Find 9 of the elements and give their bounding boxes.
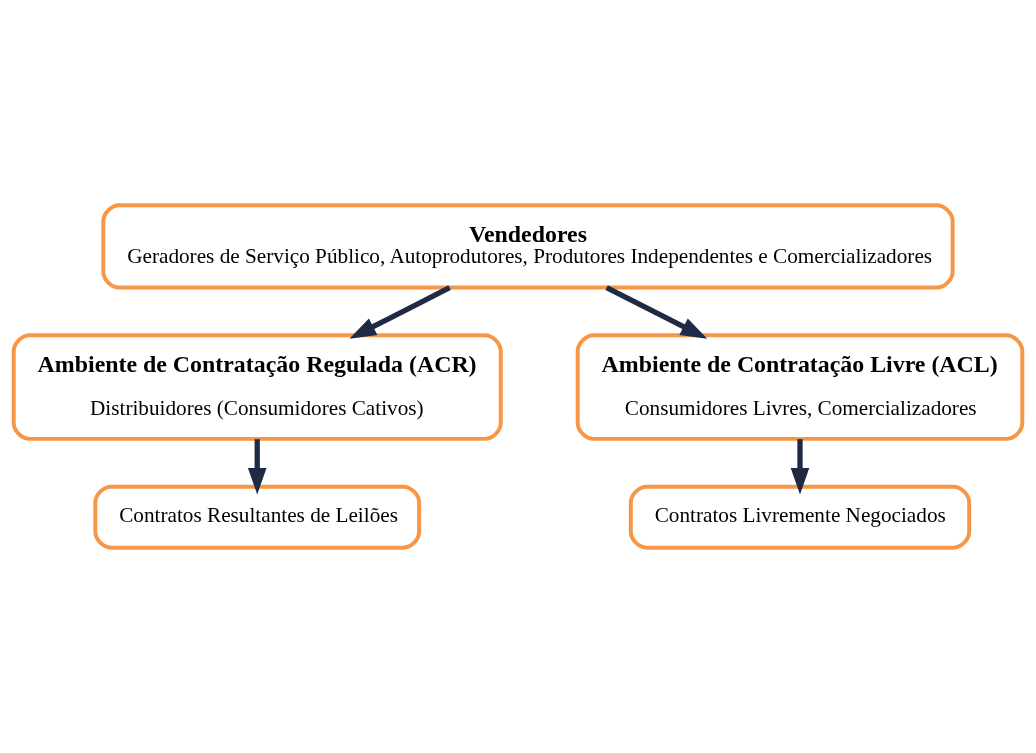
node-box: Ambiente de Contratação Livre (ACL) Consumidores Livres, Comercializadores (575, 333, 1025, 441)
node-box: Ambiente de Contratação Regulada (ACR) Distribuidores (Consumidores Cativos) (11, 333, 503, 441)
node-box: Vendedores Geradores de Serviço Público, Autoprodutores, Produtores Independentes e Comercializadores (101, 203, 955, 290)
arrow (349, 285, 451, 339)
node-box: Contratos Resultantes de Leilões (93, 484, 422, 550)
arrow (605, 285, 708, 339)
node-box: Contratos Livremente Negociados (628, 484, 972, 550)
arrow (790, 439, 810, 495)
arrow (247, 439, 267, 495)
